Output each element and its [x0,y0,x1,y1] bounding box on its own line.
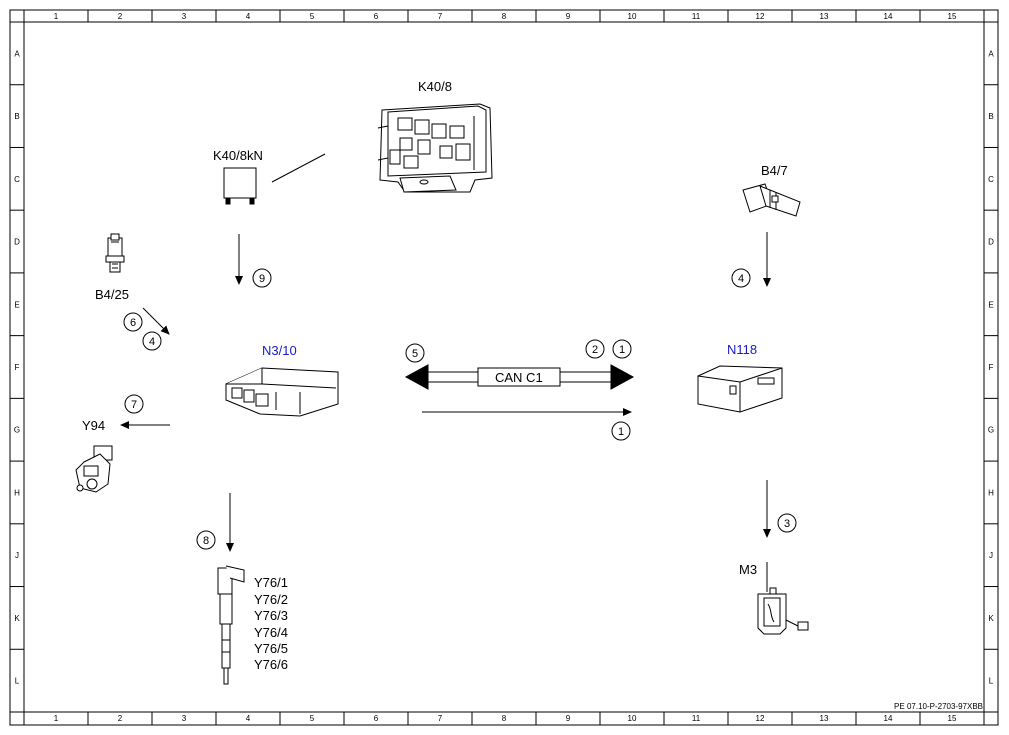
grid-row-L: L [15,677,20,686]
signal-marker-4-right: 4 [738,273,744,285]
grid-column-2: 2 [118,12,123,21]
b4-25-label: B4/25 [95,287,129,302]
grid-column-7: 7 [438,12,443,21]
grid-row-A-right: A [988,49,994,58]
signal-marker-1-top: 1 [619,344,625,356]
grid-row-H-right: H [988,488,994,497]
y76-1-label: Y76/1 [254,575,288,590]
grid-row-D: D [14,238,20,247]
grid-row-L-right: L [989,677,994,686]
grid-row-G-right: G [988,426,994,435]
relay-icon [223,153,326,205]
grid-column-15-bottom: 15 [948,714,957,723]
y76-2-label: Y76/2 [254,592,288,607]
arrow-b4-25-to-n3 [142,307,170,335]
injector-labels: Y76/1 Y76/2 Y76/3 Y76/4 Y76/5 Y76/6 [254,575,288,672]
grid-row-C: C [14,175,20,184]
grid-column-13: 13 [820,12,829,21]
signal-marker-3: 3 [784,518,790,530]
n118-label: N118 [727,342,757,357]
engine-control-unit-icon [225,367,339,417]
grid-column-1-bottom: 1 [54,714,59,723]
grid-column-3: 3 [182,12,187,21]
grid-row-E: E [14,300,19,309]
grid-column-9-bottom: 9 [566,714,571,723]
signal-marker-1-bottom: 1 [618,426,624,438]
grid-column-13-bottom: 13 [820,714,829,723]
can-bus-connection [404,364,635,390]
grid-row-C-right: C [988,175,994,184]
grid-column-6: 6 [374,12,379,21]
grid-column-15: 15 [948,12,957,21]
signal-marker-5: 5 [412,348,418,360]
grid-row-A: A [14,49,20,58]
grid-column-5-bottom: 5 [310,714,315,723]
grid-row-D-right: D [988,238,994,247]
quantity-control-valve-icon [75,445,113,493]
signal-marker-6: 6 [130,317,136,329]
fuel-pump-control-unit-icon [697,365,783,413]
signal-marker-7: 7 [131,399,137,411]
grid-row-F: F [15,363,20,372]
grid-row-B: B [14,112,19,121]
grid-column-12: 12 [756,12,765,21]
grid-column-11-bottom: 11 [692,714,701,723]
n3-10-label: N3/10 [262,343,297,358]
grid-column-4: 4 [246,12,251,21]
grid-column-7-bottom: 7 [438,714,443,723]
m3-label: M3 [739,562,757,577]
grid-column-8-bottom: 8 [502,714,507,723]
grid-column-9: 9 [566,12,571,21]
y76-4-label: Y76/4 [254,625,288,640]
grid-row-G: G [14,426,20,435]
y76-3-label: Y76/3 [254,608,288,623]
signal-marker-4-left: 4 [149,336,155,348]
grid-row-K: K [14,614,20,623]
fuel-temperature-sensor-icon [742,183,801,217]
grid-labels: 1122334455667788991010111112121313141415… [14,12,994,723]
y76-5-label: Y76/5 [254,641,288,656]
drawing-code: PE 07.10-P-2703-97XBB [894,702,983,711]
drawing-frame [9,9,999,726]
signal-marker-9: 9 [259,273,265,285]
grid-column-12-bottom: 12 [756,714,765,723]
grid-row-E-right: E [988,300,993,309]
grid-column-11: 11 [692,12,701,21]
grid-row-F-right: F [989,363,994,372]
grid-ticks [10,10,998,725]
y76-6-label: Y76/6 [254,657,288,672]
grid-row-J-right: J [989,551,993,560]
signal-markers: 9 4 6 4 5 2 1 1 7 8 3 [123,268,797,550]
signal-arrows [120,232,771,552]
grid-column-14: 14 [884,12,893,21]
signal-marker-2: 2 [592,344,598,356]
signal-marker-8: 8 [203,535,209,547]
grid-column-3-bottom: 3 [182,714,187,723]
grid-column-1: 1 [54,12,59,21]
grid-column-14-bottom: 14 [884,714,893,723]
k40-8kn-label: K40/8kN [213,148,263,163]
grid-column-5: 5 [310,12,315,21]
grid-column-6-bottom: 6 [374,714,379,723]
grid-row-K-right: K [988,614,994,623]
grid-row-H: H [14,488,20,497]
y94-label: Y94 [82,418,105,433]
grid-column-4-bottom: 4 [246,714,251,723]
b4-7-label: B4/7 [761,163,788,178]
grid-column-10-bottom: 10 [628,714,637,723]
grid-column-8: 8 [502,12,507,21]
grid-row-B-right: B [988,112,993,121]
grid-row-J: J [15,551,19,560]
k40-8-label: K40/8 [418,79,452,94]
grid-column-2-bottom: 2 [118,714,123,723]
can-bus-label: CAN C1 [495,370,543,385]
fuse-relay-module-icon [377,103,493,193]
pressure-sensor-icon [105,233,125,273]
fuel-injector-icon [217,565,245,685]
fuel-pump-icon [757,562,809,635]
grid-column-10: 10 [628,12,637,21]
